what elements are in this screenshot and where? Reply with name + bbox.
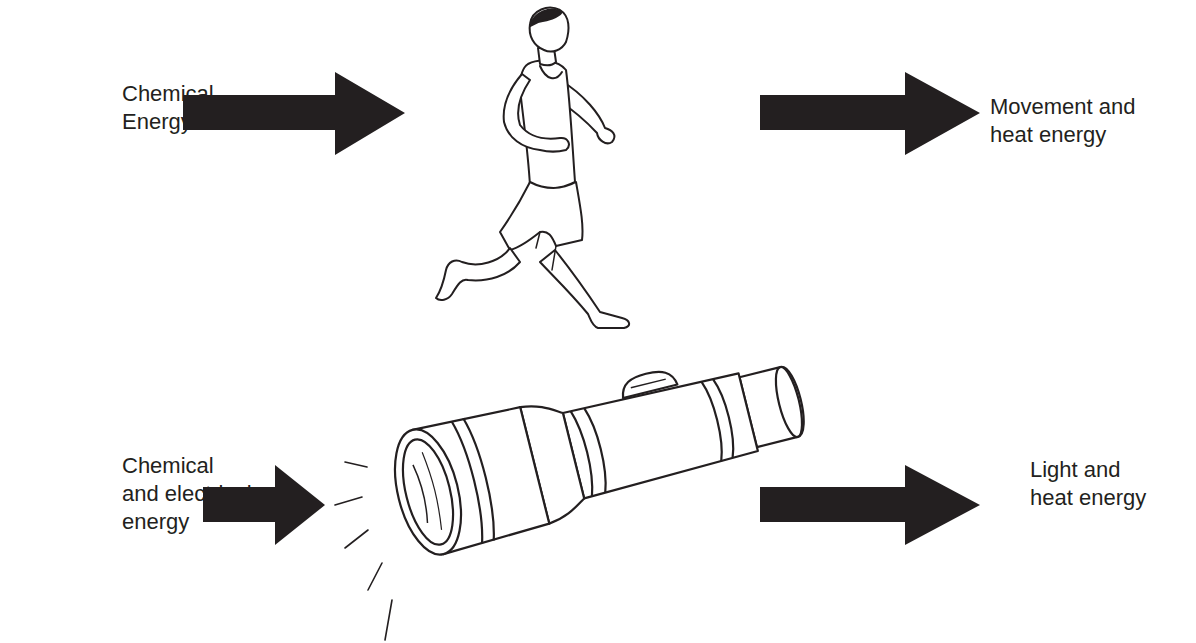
flashlight-figure — [383, 337, 816, 561]
energy-label: Chemical Energy — [122, 80, 232, 136]
block-arrow — [760, 465, 980, 545]
energy-label: Chemical and electrical energy — [122, 452, 254, 536]
energy-label: Movement and heat energy — [990, 93, 1150, 149]
runner-figure — [436, 8, 629, 328]
energy-label: Light and heat energy — [1030, 456, 1152, 512]
block-arrow — [183, 72, 405, 155]
light-rays — [335, 462, 392, 640]
block-arrow — [760, 72, 980, 155]
